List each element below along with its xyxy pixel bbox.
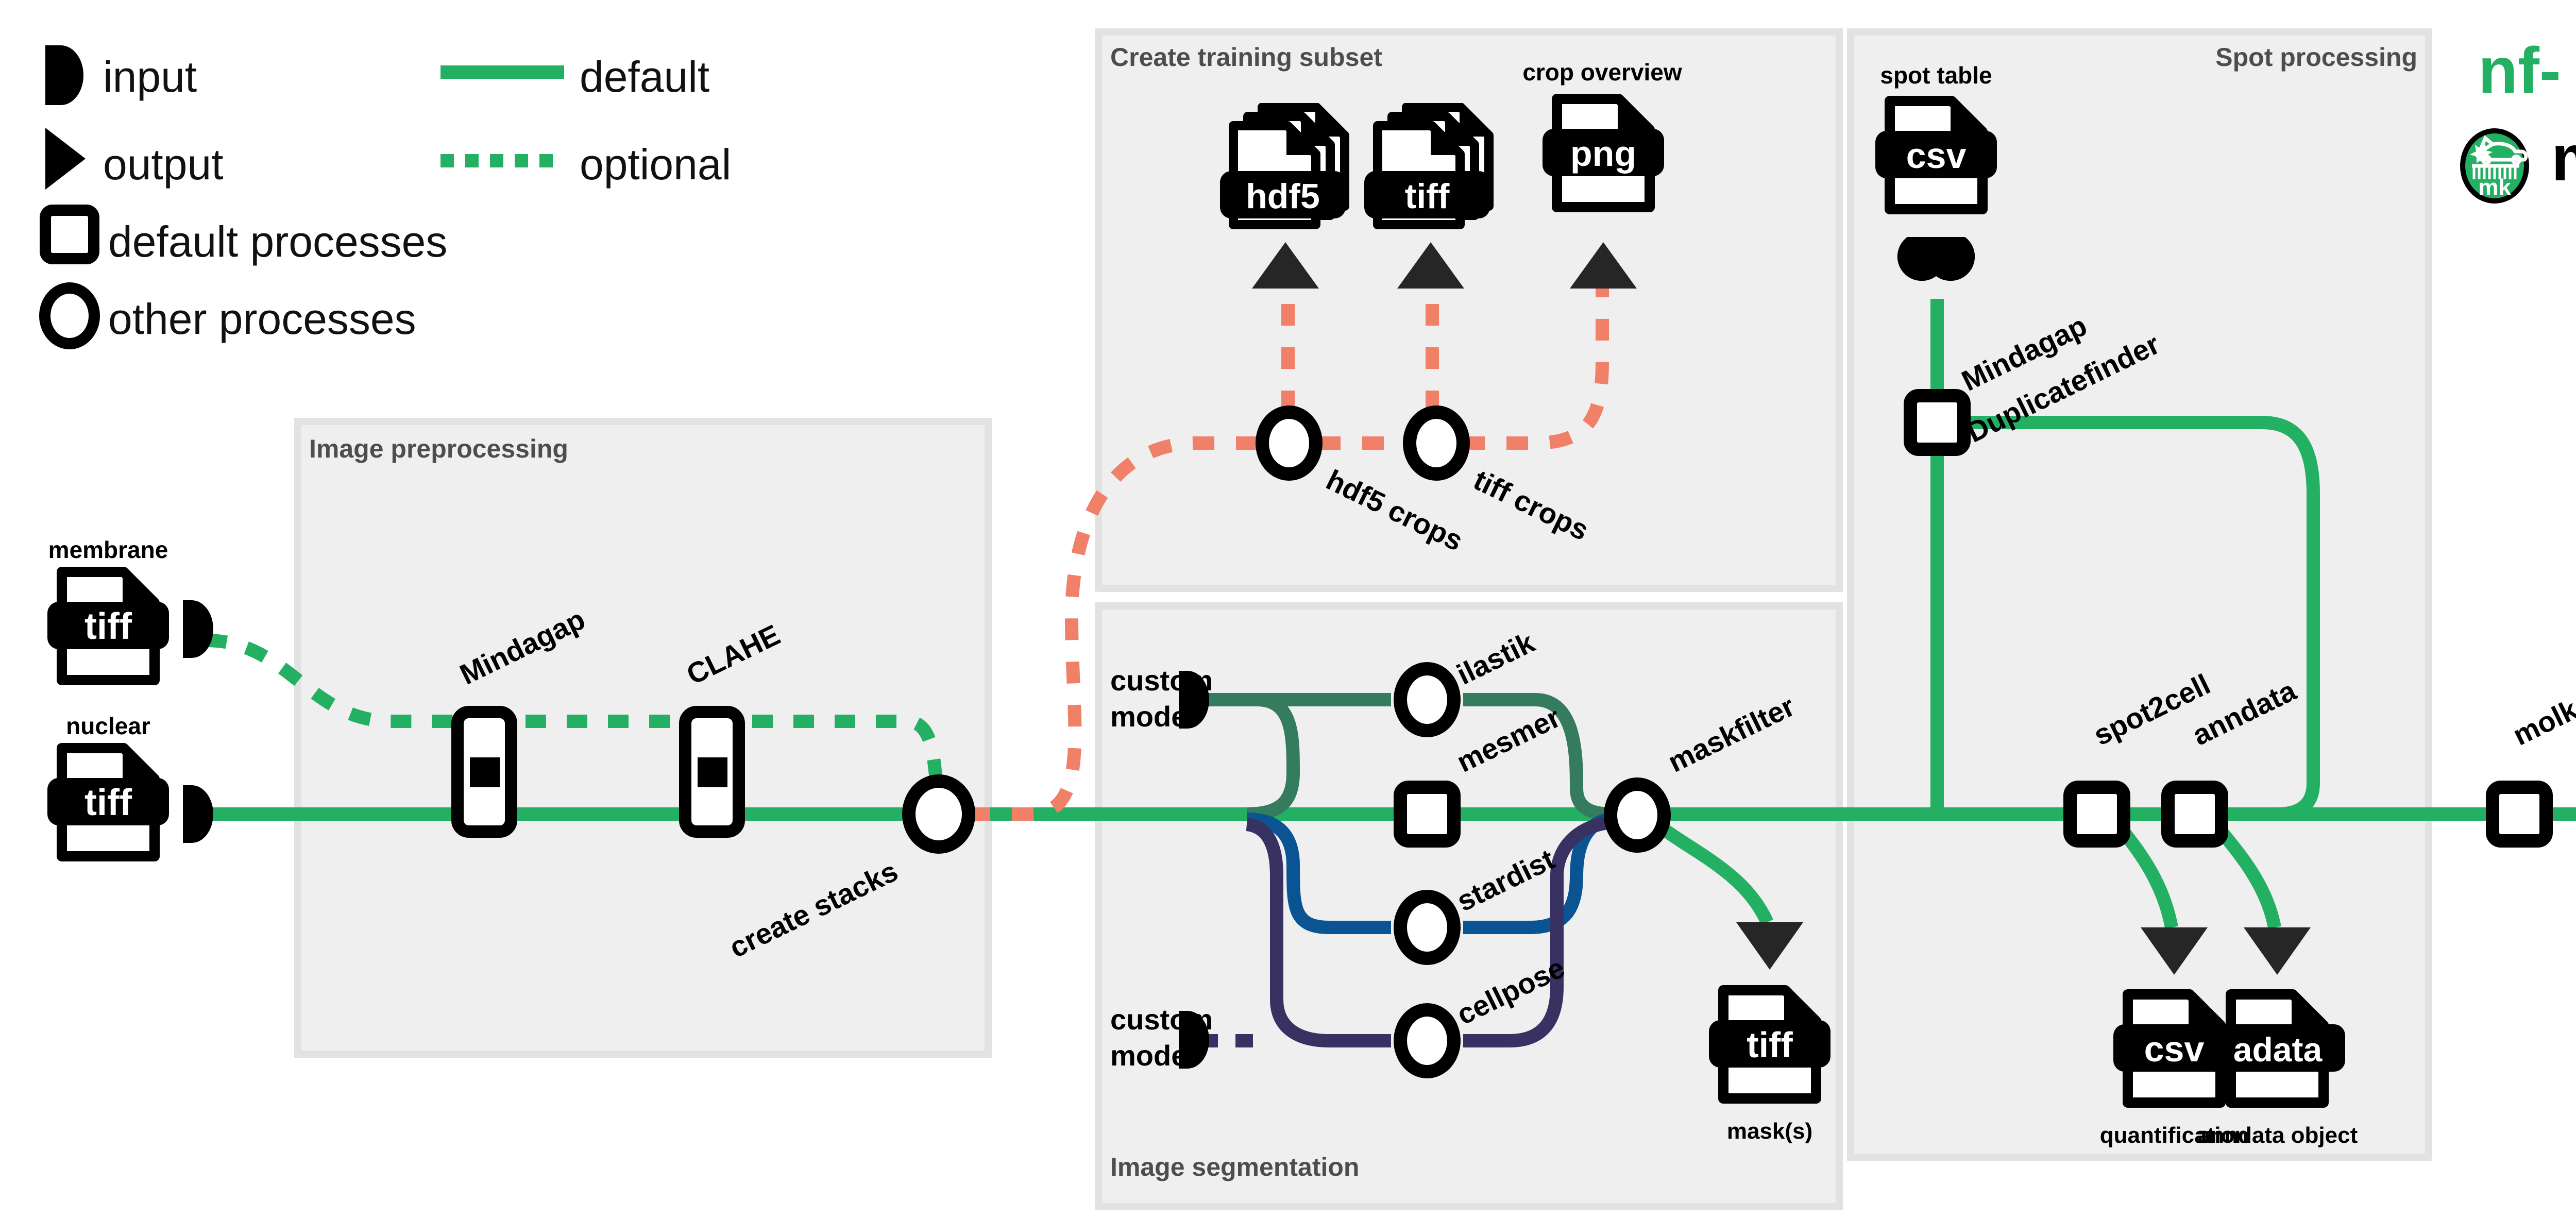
input-custom-model-cellpose: custom model bbox=[1110, 1003, 1213, 1072]
lawnmower-badge-icon: mk bbox=[2460, 128, 2529, 204]
input-ext-spot-table: csv bbox=[1906, 136, 1967, 176]
legend: input output default processes other pro… bbox=[39, 45, 731, 349]
edge-segmentation-cellpose bbox=[1200, 816, 1614, 1047]
output-ext-hdf5: hdf5 bbox=[1246, 177, 1320, 216]
output-file-tiff-crops: tiff bbox=[1364, 107, 1490, 289]
input-caption-spot-table: spot table bbox=[1880, 62, 1992, 89]
legend-label-output: output bbox=[103, 140, 224, 189]
input-file-nuclear: nuclear tiff bbox=[47, 713, 213, 856]
input-halfdisc-icon bbox=[183, 785, 213, 843]
brand-org-nf: nf- bbox=[2478, 34, 2561, 107]
panel-title-preprocessing: Image preprocessing bbox=[309, 434, 568, 463]
output-caption-quantification: quantification bbox=[2100, 1123, 2248, 1148]
process-label-molkartqc: molkartqc bbox=[2508, 662, 2576, 752]
input-caption-membrane: membrane bbox=[48, 536, 168, 563]
output-triangle-icon bbox=[1736, 922, 1803, 970]
input-file-membrane: membrane tiff bbox=[47, 536, 213, 680]
output-triangle-icon bbox=[2244, 927, 2311, 975]
brand-logo: nf- core/ mk molkart bbox=[2460, 34, 2576, 204]
edge-membrane-optional bbox=[206, 634, 945, 796]
input-custom-model-ilastik: custom model bbox=[1110, 664, 1213, 733]
legend-label-input: input bbox=[103, 53, 197, 101]
output-caption-png: crop overview bbox=[1522, 59, 1682, 86]
input-halfdisc-icon bbox=[1179, 1011, 1209, 1069]
edge-maskfilter-output bbox=[1660, 824, 1773, 925]
output-triangle-icon bbox=[1570, 242, 1637, 289]
edge-training-optional bbox=[969, 289, 1609, 821]
brand-pipeline-name: molkart bbox=[2551, 122, 2576, 194]
output-file-quantification: csv quantification bbox=[2100, 927, 2248, 1148]
output-triangle-icon bbox=[2141, 927, 2208, 975]
panel-title-spot: Spot processing bbox=[2215, 43, 2417, 72]
output-ext-quantification: csv bbox=[2144, 1029, 2205, 1069]
input-caption-nuclear: nuclear bbox=[66, 713, 150, 739]
output-file-anndata-object: adata anndata object bbox=[2198, 927, 2358, 1148]
panel-spot-processing: Spot processing bbox=[1847, 28, 2432, 1161]
output-file-hdf5: hdf5 bbox=[1220, 107, 1346, 289]
output-file-png: crop overview png bbox=[1522, 59, 1682, 289]
input-halfdisc-icon bbox=[1897, 237, 1975, 281]
input-halfdisc-icon bbox=[1179, 671, 1209, 729]
output-ext-tiff-crops: tiff bbox=[1405, 177, 1450, 216]
output-ext-anndata: adata bbox=[2233, 1030, 2323, 1069]
input-halfdisc-icon bbox=[183, 600, 213, 658]
edge-spot-processing bbox=[1930, 299, 2320, 821]
output-triangle-icon bbox=[1252, 242, 1319, 289]
output-file-mask-tiff: tiff mask(s) bbox=[1709, 922, 1831, 1144]
panel-image-preprocessing: Image preprocessing bbox=[294, 418, 992, 1058]
input-ext-membrane: tiff bbox=[84, 606, 132, 647]
legend-label-other-processes: other processes bbox=[108, 295, 416, 343]
output-triangle-icon bbox=[1397, 242, 1464, 289]
output-caption-mask: mask(s) bbox=[1727, 1119, 1812, 1144]
default-process-square-icon bbox=[40, 205, 99, 264]
input-file-spot-table: spot table csv bbox=[1875, 62, 1997, 281]
input-ext-nuclear: tiff bbox=[84, 782, 132, 823]
edge-segmentation-ilastik bbox=[1200, 693, 1613, 821]
other-process-circle-icon bbox=[39, 282, 100, 349]
output-triangle-icon bbox=[45, 128, 86, 190]
output-caption-anndata: anndata object bbox=[2198, 1123, 2358, 1148]
output-ext-mask: tiff bbox=[1747, 1025, 1793, 1065]
legend-label-optional-line: optional bbox=[580, 140, 731, 189]
panel-title-training: Create training subset bbox=[1110, 43, 1382, 72]
legend-label-default-processes: default processes bbox=[108, 217, 447, 266]
legend-label-default-line: default bbox=[580, 53, 709, 101]
input-halfdisc-icon bbox=[45, 45, 83, 105]
panel-title-segmentation: Image segmentation bbox=[1110, 1153, 1359, 1181]
brand-badge-text: mk bbox=[2478, 175, 2511, 200]
output-ext-png: png bbox=[1570, 133, 1636, 174]
